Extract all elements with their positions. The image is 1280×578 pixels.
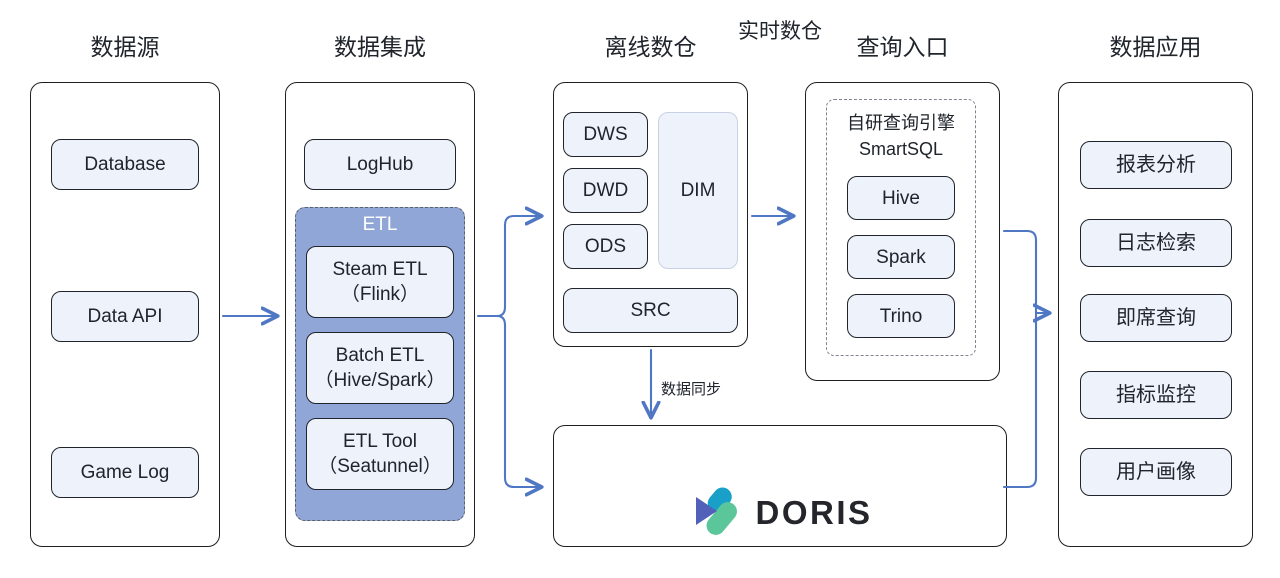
column-title-query-entry: 查询入口: [856, 34, 949, 60]
node-report-analysis[interactable]: 报表分析: [1080, 141, 1232, 189]
connector-label-data-sync: 数据同步: [661, 381, 722, 398]
column-title-data-application: 数据应用: [1109, 34, 1202, 60]
node-dim[interactable]: DIM: [658, 112, 738, 269]
column-title-offline-warehouse: 离线数仓: [604, 34, 697, 60]
node-batch-etl[interactable]: Batch ETL （Hive/Spark）: [306, 332, 454, 404]
doris-logo-icon: [687, 485, 739, 542]
node-adhoc-query[interactable]: 即席查询: [1080, 294, 1232, 342]
group-smartsql-title: 自研查询引擎 SmartSQL: [847, 113, 955, 159]
arrow-integration-to-realtime: [495, 314, 541, 487]
node-dwd[interactable]: DWD: [563, 168, 648, 213]
node-dws[interactable]: DWS: [563, 112, 648, 157]
realtime-warehouse-container: [553, 425, 1007, 547]
column-title-data-source: 数据源: [90, 34, 160, 60]
node-ods[interactable]: ODS: [563, 224, 648, 269]
node-trino[interactable]: Trino: [847, 294, 955, 338]
node-database[interactable]: Database: [51, 139, 199, 190]
node-data-api[interactable]: Data API: [51, 291, 199, 342]
node-user-profile[interactable]: 用户画像: [1080, 448, 1232, 496]
doris-logo-group: DORIS: [553, 483, 1007, 543]
column-title-data-integration: 数据集成: [334, 34, 426, 60]
realtime-warehouse-title: 实时数仓: [738, 20, 822, 43]
node-log-search[interactable]: 日志检索: [1080, 219, 1232, 267]
node-spark[interactable]: Spark: [847, 235, 955, 279]
node-src[interactable]: SRC: [563, 288, 738, 333]
node-steam-etl[interactable]: Steam ETL （Flink）: [306, 246, 454, 318]
arrow-query-merge-stem: [1002, 229, 1038, 315]
node-metric-monitor[interactable]: 指标监控: [1080, 371, 1232, 419]
arrow-realtime-merge-stem: [1002, 311, 1038, 489]
node-loghub[interactable]: LogHub: [304, 139, 456, 190]
node-hive[interactable]: Hive: [847, 176, 955, 220]
group-etl-title: ETL: [362, 214, 398, 235]
group-smartsql: 自研查询引擎 SmartSQL: [826, 99, 976, 356]
node-etl-tool[interactable]: ETL Tool （Seatunnel）: [306, 418, 454, 490]
arrow-integration-to-offline: [495, 216, 541, 318]
node-game-log[interactable]: Game Log: [51, 447, 199, 498]
doris-logo-text: DORIS: [755, 494, 873, 531]
